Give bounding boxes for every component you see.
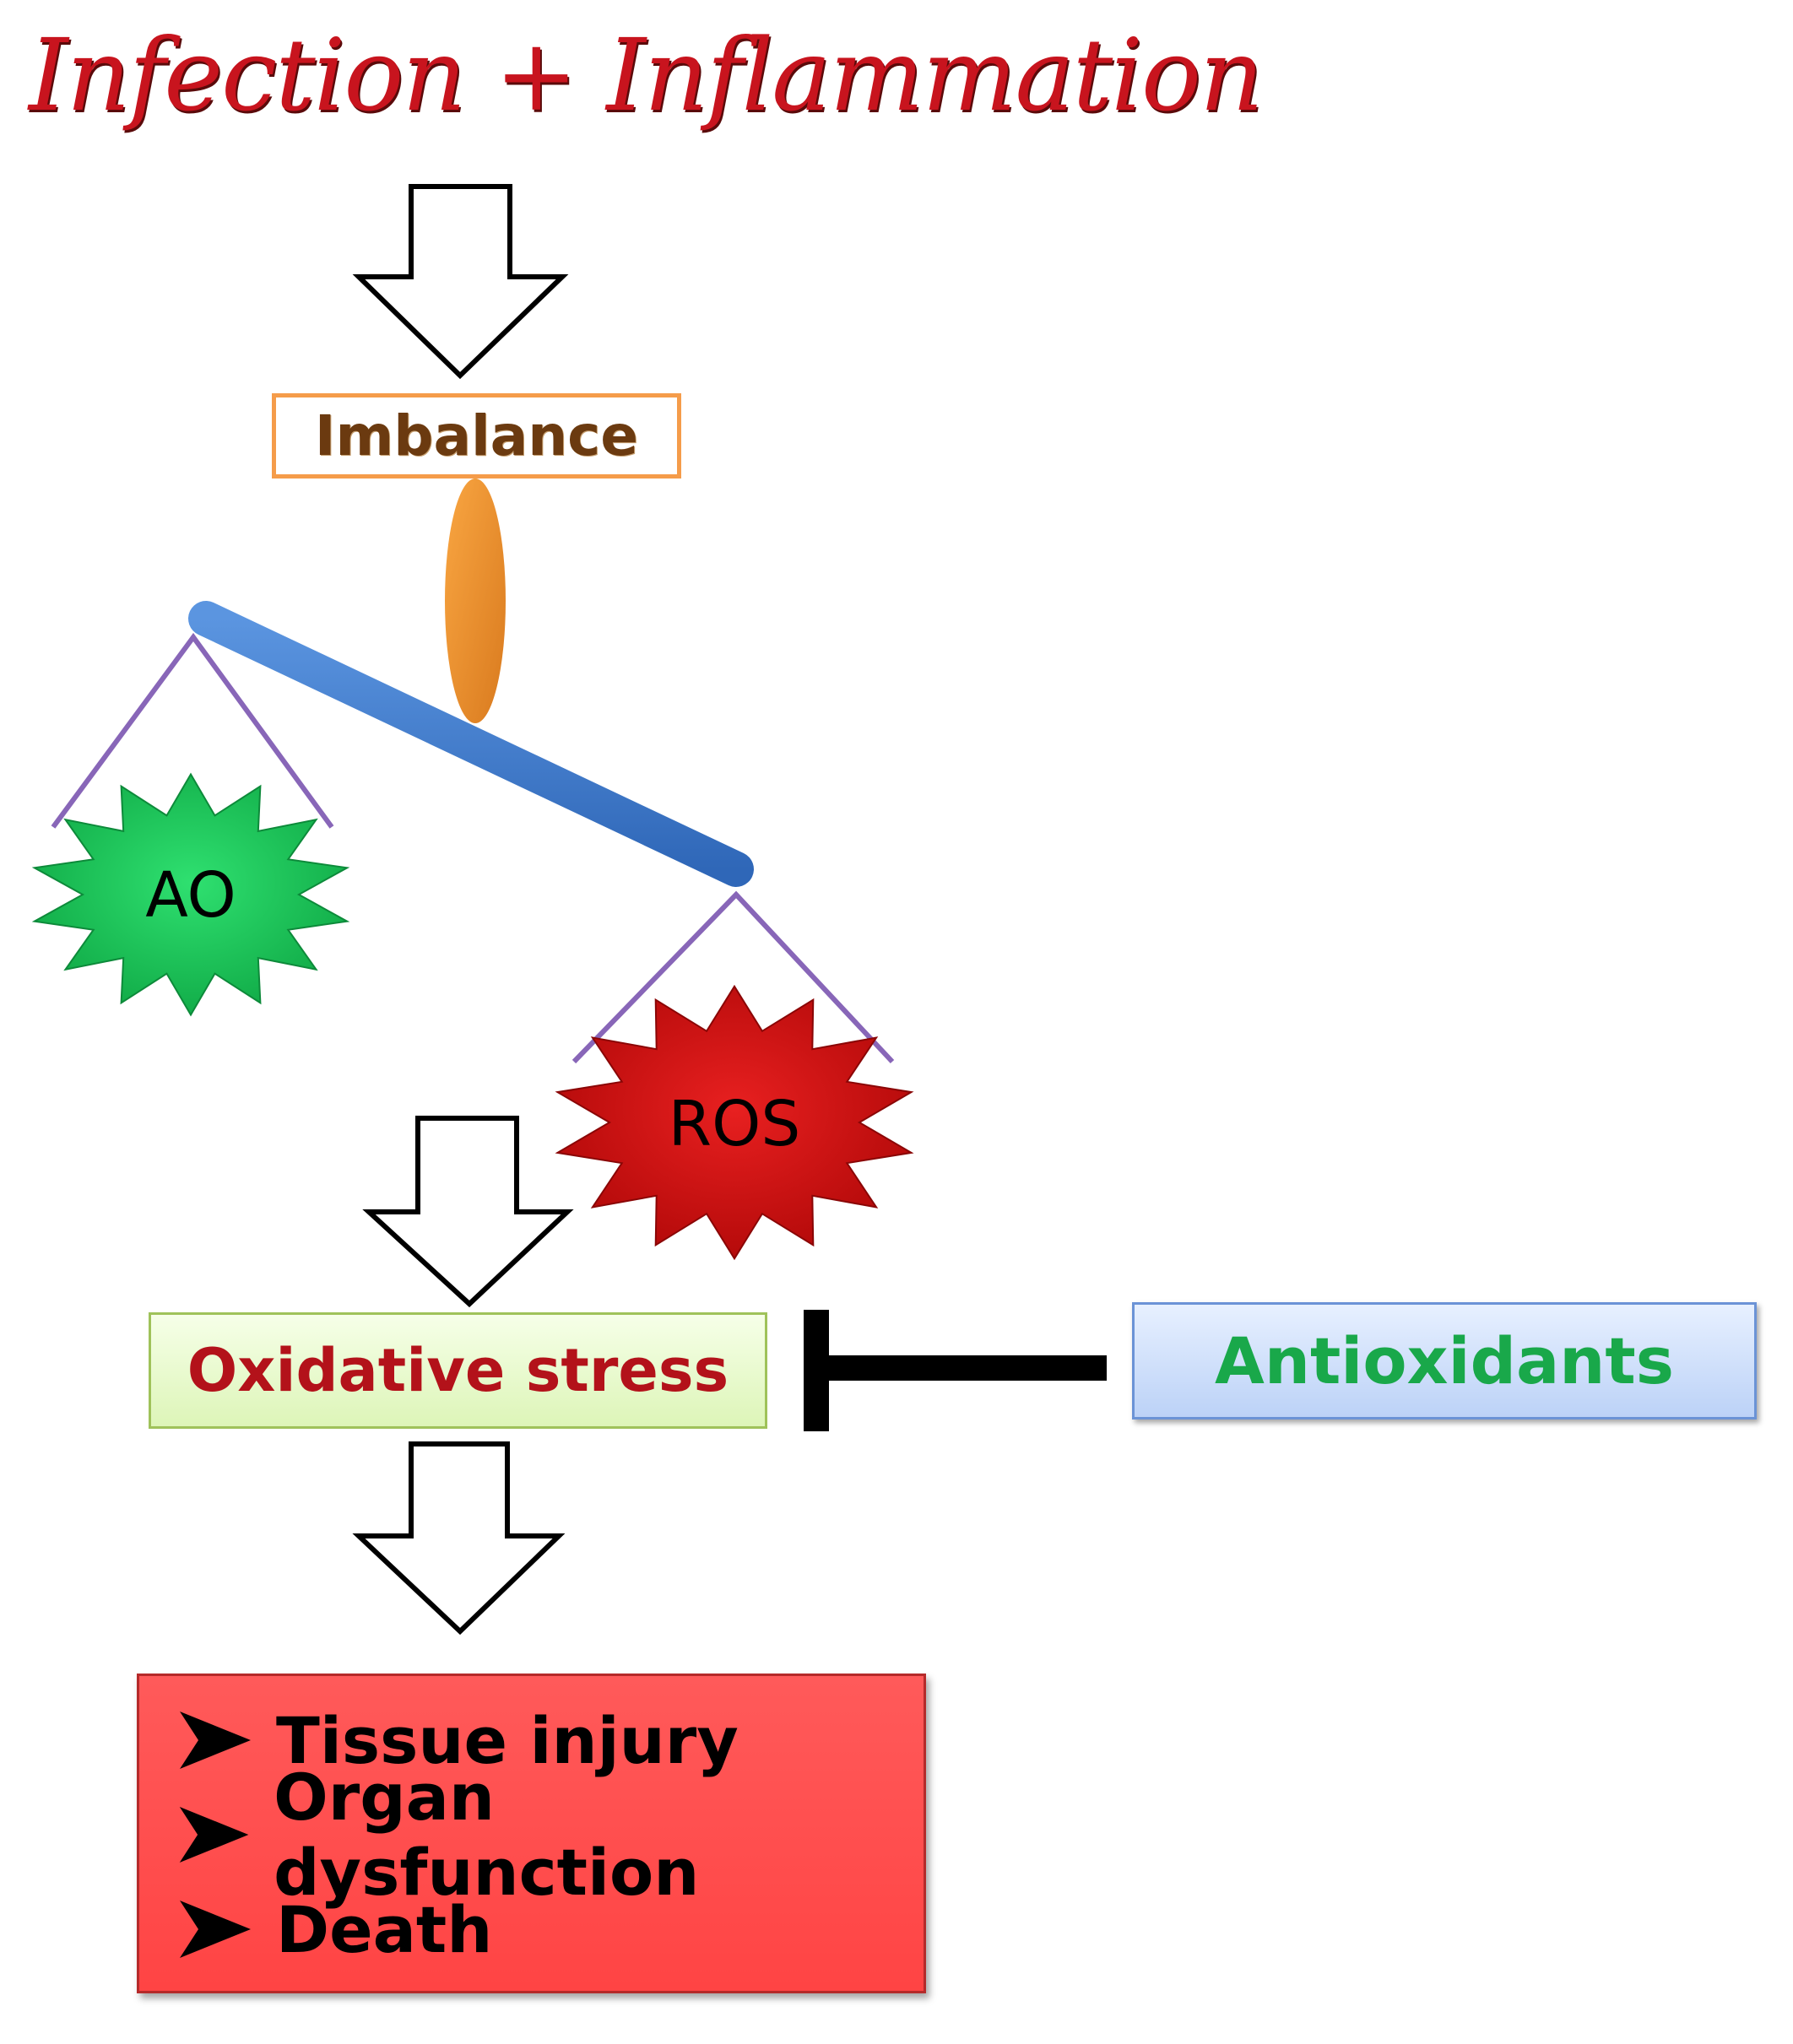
outcome-text: Tissue injury <box>276 1702 739 1778</box>
balance-beam <box>188 601 754 887</box>
imbalance-box: Imbalance <box>272 393 681 479</box>
left-pan-strings <box>51 632 334 829</box>
arrow-bullet-icon <box>180 1711 251 1769</box>
ros-label: ROS <box>669 1088 801 1160</box>
down-arrow-2 <box>362 1116 574 1308</box>
outcome-text: Death <box>276 1891 493 1967</box>
balance-fulcrum <box>445 479 506 723</box>
oxidative-stress-box: Oxidative stress <box>149 1312 767 1429</box>
arrow-bullet-icon <box>180 1901 251 1958</box>
diagram-title: Infection + Inflammation <box>29 17 1264 133</box>
antioxidants-label: Antioxidants <box>1215 1323 1674 1398</box>
ros-starburst <box>555 984 914 1261</box>
outcomes-box: Tissue injury Organ dysfunction Death <box>137 1674 926 1993</box>
inhibition-arrow <box>804 1310 1107 1431</box>
ao-label: AO <box>145 859 236 932</box>
down-arrow-3 <box>352 1441 566 1636</box>
outcome-item: Organ dysfunction <box>173 1760 924 1910</box>
down-arrow-1 <box>352 184 569 380</box>
oxidative-stress-label: Oxidative stress <box>187 1336 729 1405</box>
arrow-bullet-icon <box>179 1806 249 1863</box>
imbalance-label: Imbalance <box>314 403 639 468</box>
antioxidants-box: Antioxidants <box>1132 1302 1757 1419</box>
outcome-item: Tissue injury <box>173 1693 924 1787</box>
right-pan-strings <box>571 890 895 1064</box>
outcome-item: Death <box>173 1882 924 1976</box>
ao-starburst <box>31 772 350 1017</box>
outcome-text: Organ dysfunction <box>274 1760 700 1910</box>
